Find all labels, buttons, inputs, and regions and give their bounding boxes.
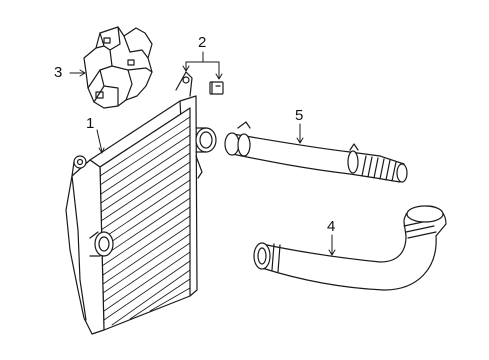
- callout-3: 3: [54, 64, 63, 81]
- leader-lines: [69, 51, 336, 256]
- intercooler-fins: [99, 116, 191, 326]
- fasteners-part: [209, 81, 224, 95]
- callout-1: 1: [86, 115, 95, 132]
- hose-ribs: [361, 155, 397, 182]
- intercooler-part: [65, 71, 217, 335]
- callout-4: 4: [327, 218, 336, 235]
- lower-hose-part: [253, 205, 447, 291]
- air-deflector-part: [83, 26, 153, 109]
- callout-2: 2: [198, 34, 207, 51]
- upper-hose-part: [224, 121, 408, 183]
- callout-5: 5: [295, 107, 304, 124]
